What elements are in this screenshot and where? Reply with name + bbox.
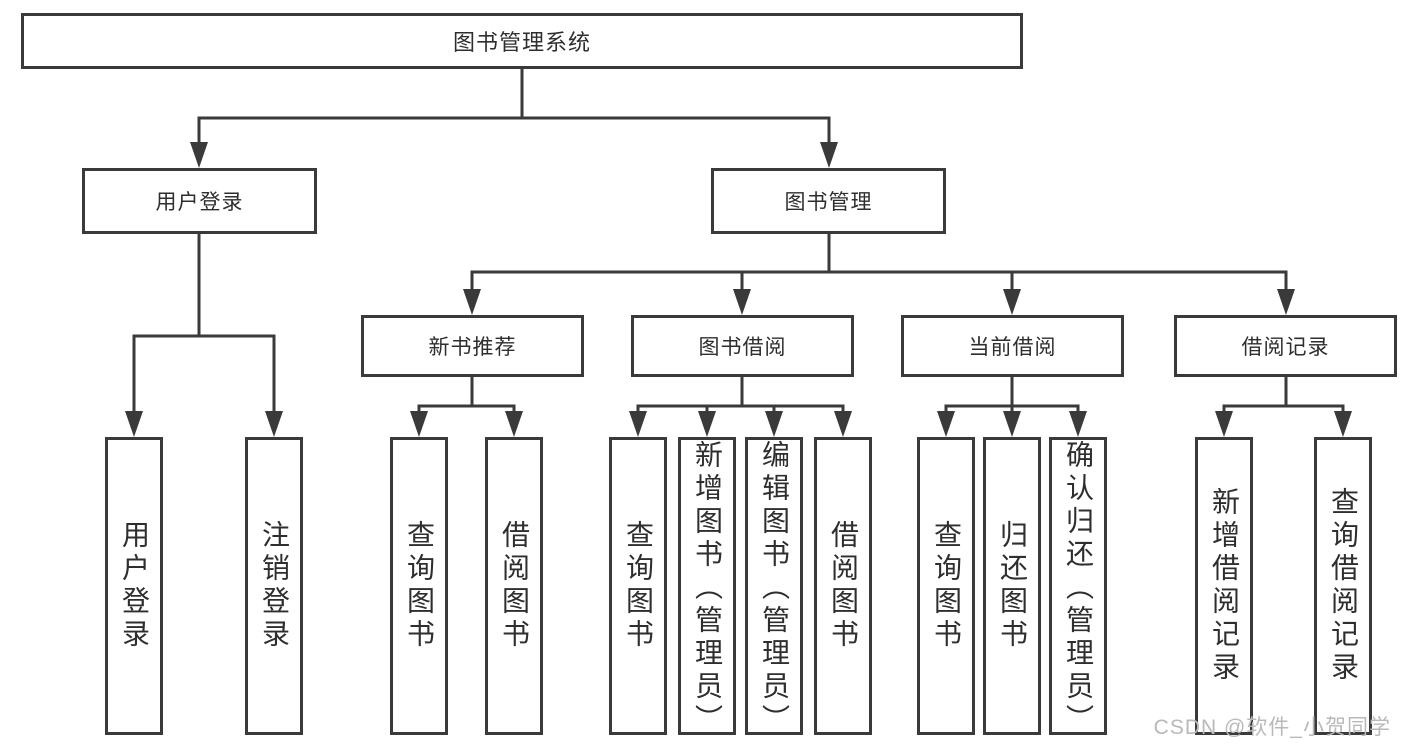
leaf-add-borrow-record-label: 新增借阅记录 bbox=[1209, 487, 1240, 685]
leaf-query-book-borrow-label: 查询图书 bbox=[623, 520, 654, 652]
leaf-user-login-label: 用户登录 bbox=[119, 520, 150, 652]
leaf-query-book-borrow: 查询图书 bbox=[609, 437, 667, 735]
node-borrow-records: 借阅记录 bbox=[1174, 315, 1397, 377]
leaf-borrow-book-label: 借阅图书 bbox=[828, 520, 859, 652]
arrowheads bbox=[125, 142, 1352, 437]
leaf-user-login: 用户登录 bbox=[105, 437, 163, 735]
leaf-query-borrow-record-label: 查询借阅记录 bbox=[1328, 487, 1359, 685]
node-current-borrow-label: 当前借阅 bbox=[968, 336, 1057, 359]
node-user-login: 用户登录 bbox=[82, 168, 317, 234]
leaf-query-book-current: 查询图书 bbox=[917, 437, 975, 735]
leaf-confirm-return-admin-label: 确认归还（管理员） bbox=[1063, 440, 1094, 737]
leaf-edit-book-admin-label: 编辑图书（管理员） bbox=[759, 440, 790, 737]
node-new-book-recommend-label: 新书推荐 bbox=[428, 336, 517, 359]
leaf-return-book: 归还图书 bbox=[983, 437, 1041, 735]
node-current-borrow: 当前借阅 bbox=[901, 315, 1124, 377]
node-user-login-label: 用户登录 bbox=[155, 191, 244, 214]
leaf-return-book-label: 归还图书 bbox=[997, 520, 1028, 652]
node-book-borrow-label: 图书借阅 bbox=[698, 336, 787, 359]
leaf-borrow-book-recommend: 借阅图书 bbox=[485, 437, 543, 735]
node-root: 图书管理系统 bbox=[21, 13, 1023, 69]
leaf-borrow-book-recommend-label: 借阅图书 bbox=[499, 520, 530, 652]
node-book-management-label: 图书管理 bbox=[784, 191, 873, 214]
leaf-borrow-book: 借阅图书 bbox=[814, 437, 872, 735]
leaf-query-book-recommend: 查询图书 bbox=[390, 437, 448, 735]
node-book-borrow: 图书借阅 bbox=[631, 315, 854, 377]
node-new-book-recommend: 新书推荐 bbox=[361, 315, 584, 377]
leaf-query-book-current-label: 查询图书 bbox=[931, 520, 962, 652]
leaf-logout-label: 注销登录 bbox=[259, 520, 290, 652]
leaf-logout: 注销登录 bbox=[245, 437, 303, 735]
leaf-confirm-return-admin: 确认归还（管理员） bbox=[1049, 437, 1107, 737]
leaf-add-book-admin: 新增图书（管理员） bbox=[678, 437, 736, 737]
leaf-query-borrow-record: 查询借阅记录 bbox=[1314, 437, 1372, 735]
leaf-edit-book-admin: 编辑图书（管理员） bbox=[745, 437, 803, 737]
csdn-watermark: CSDN @软件_小贺同学 bbox=[1153, 716, 1391, 739]
node-book-management: 图书管理 bbox=[711, 168, 946, 234]
leaf-add-borrow-record: 新增借阅记录 bbox=[1195, 437, 1253, 735]
node-root-label: 图书管理系统 bbox=[452, 30, 591, 55]
leaf-query-book-recommend-label: 查询图书 bbox=[404, 520, 435, 652]
node-borrow-records-label: 借阅记录 bbox=[1241, 336, 1330, 359]
leaf-add-book-admin-label: 新增图书（管理员） bbox=[692, 440, 723, 737]
